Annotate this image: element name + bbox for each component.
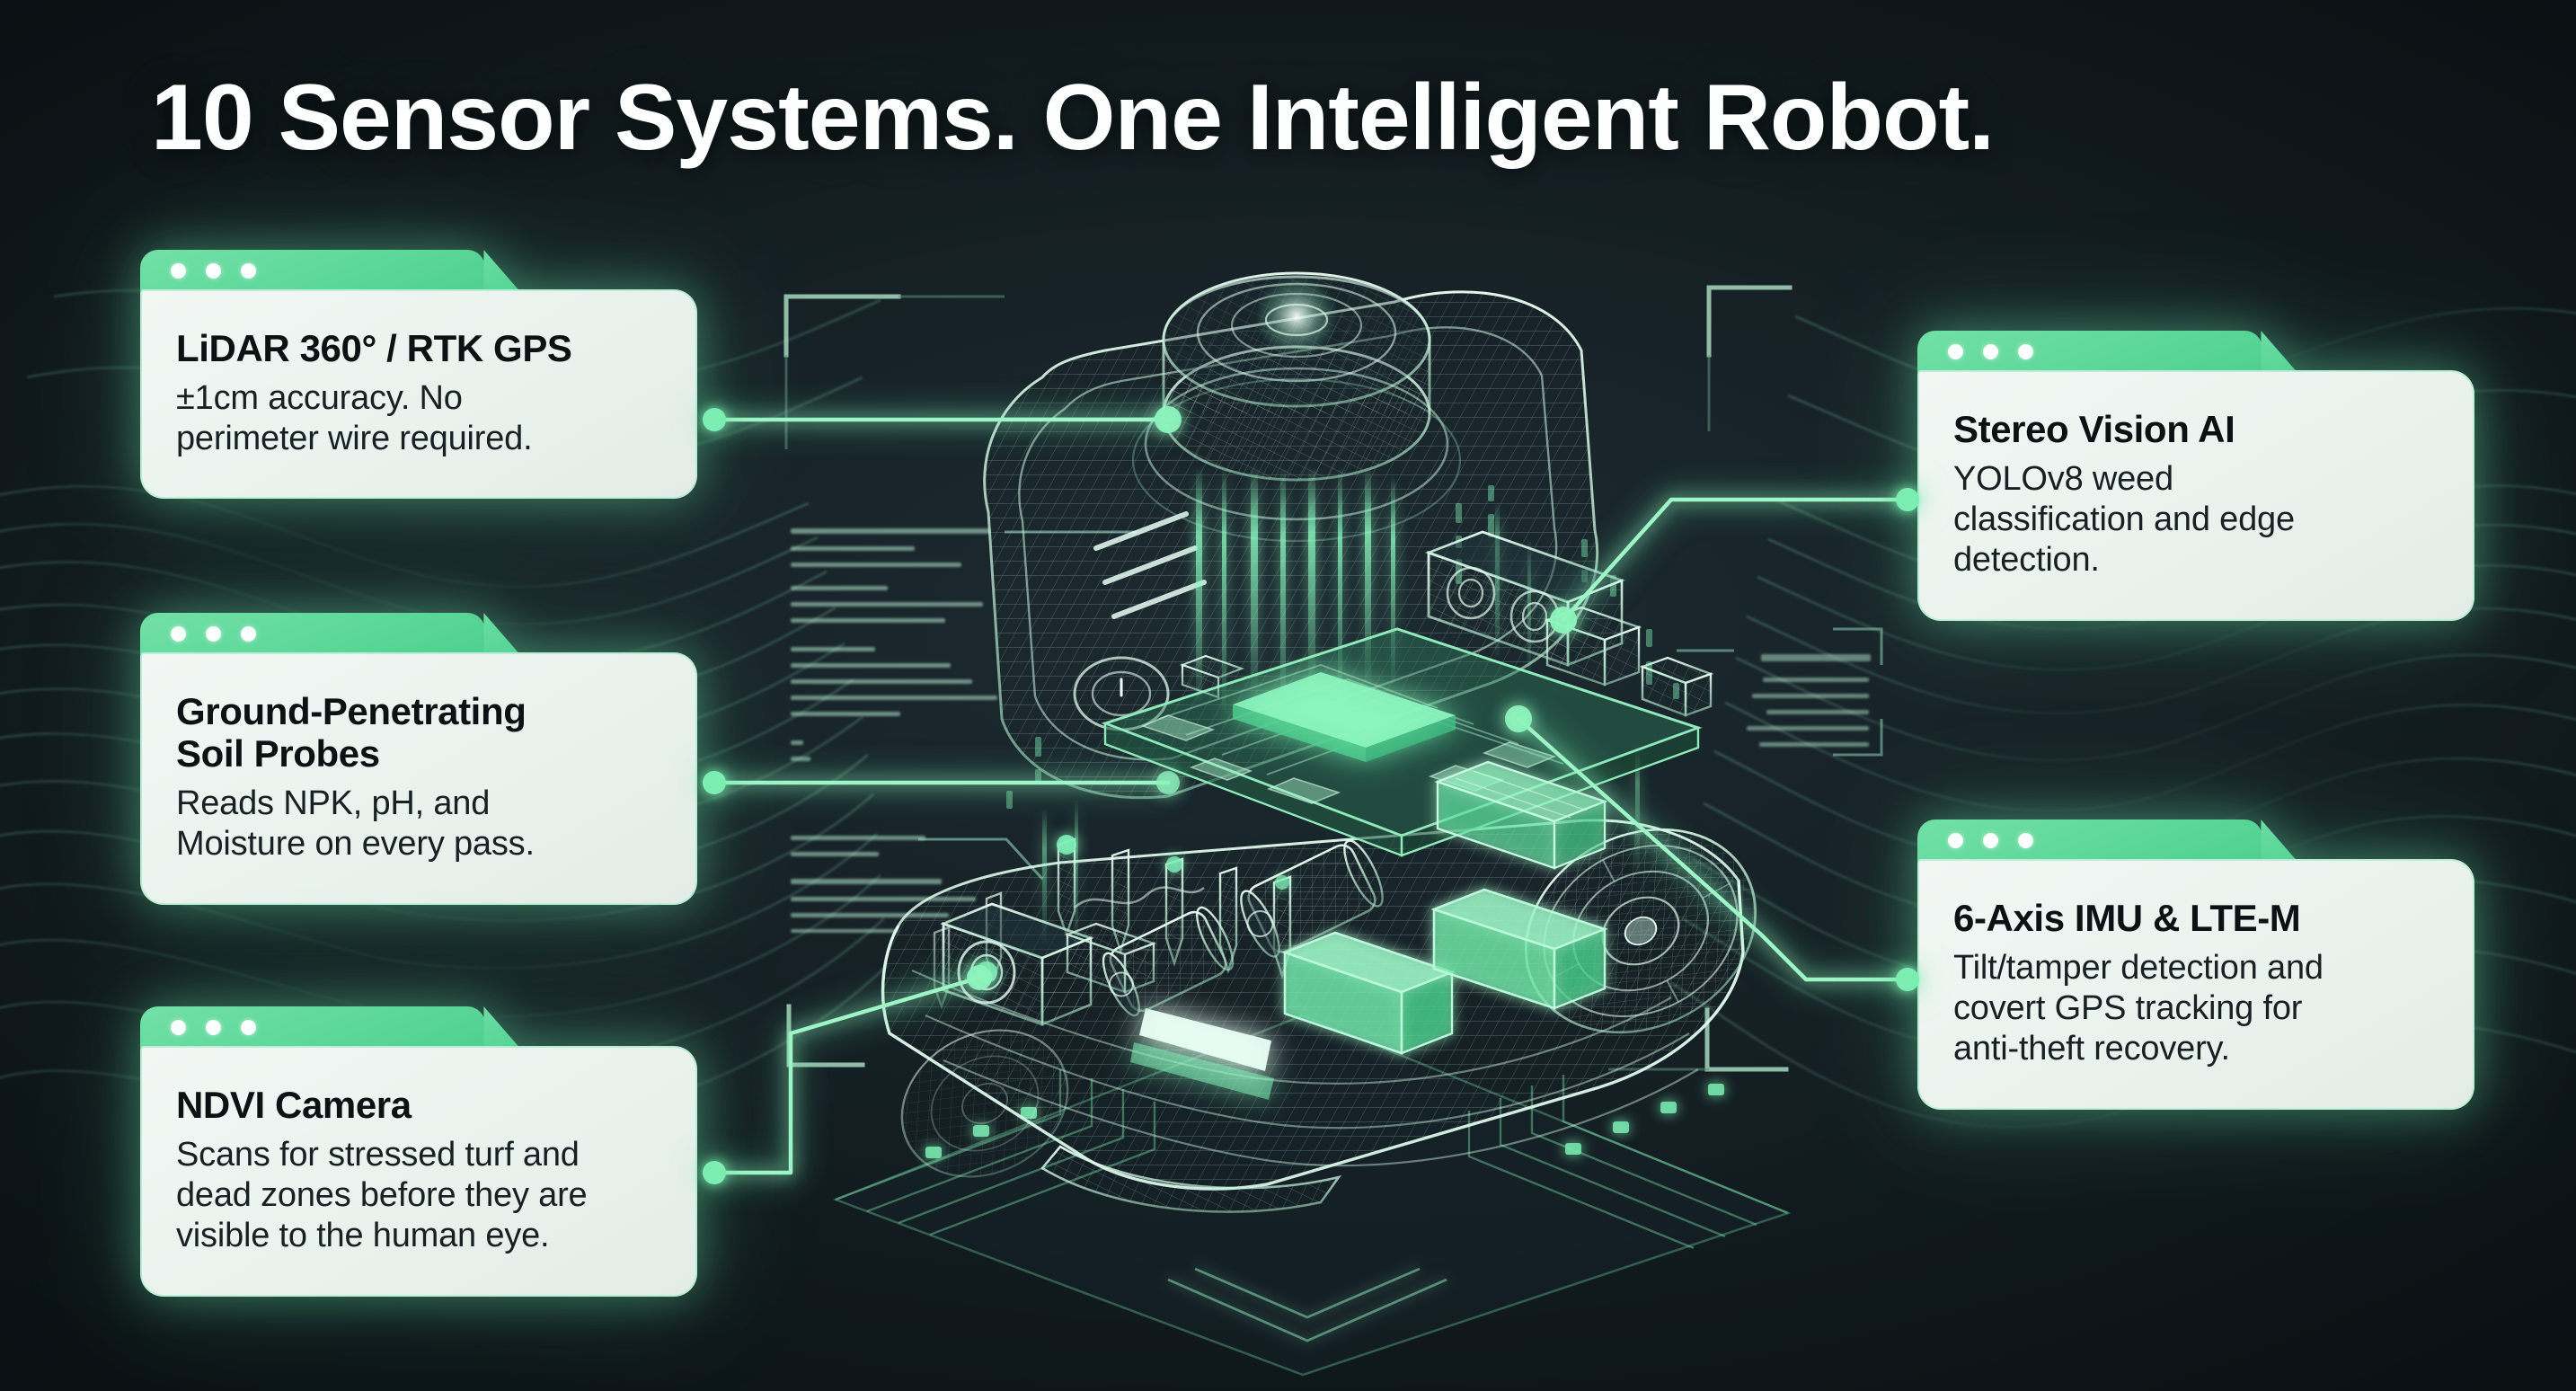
sensor-card-lidar[interactable]: LiDAR 360° / RTK GPS ±1cm accuracy. No p… bbox=[140, 250, 697, 500]
window-dot-icon bbox=[171, 262, 186, 279]
card-window-bar bbox=[1917, 331, 2263, 372]
card-window-bar bbox=[1917, 820, 2263, 861]
window-dot-icon bbox=[1983, 343, 1998, 359]
sensor-card-stereo-vision[interactable]: Stereo Vision AI YOLOv8 weed classificat… bbox=[1917, 331, 2474, 621]
window-dot-icon bbox=[241, 625, 256, 642]
hud-code-block-right bbox=[1747, 654, 1871, 747]
window-dot-icon bbox=[171, 1019, 186, 1035]
window-dot-icon bbox=[241, 1019, 256, 1035]
card-description: Tilt/tamper detection and covert GPS tra… bbox=[1953, 949, 2324, 1068]
card-description: YOLOv8 weed classification and edge dete… bbox=[1953, 460, 2295, 580]
hud-code-block-left bbox=[791, 528, 997, 933]
card-window-bar bbox=[140, 613, 486, 654]
card-window-bar bbox=[140, 1006, 486, 1048]
card-title: Ground-Penetrating Soil Probes bbox=[176, 690, 527, 775]
drive-motor-icon bbox=[1102, 839, 1384, 1017]
card-title: NDVI Camera bbox=[176, 1084, 412, 1126]
chassis-wireframe bbox=[881, 819, 1745, 1213]
card-body: Ground-Penetrating Soil Probes Reads NPK… bbox=[140, 652, 697, 905]
card-title: Stereo Vision AI bbox=[1953, 408, 2235, 450]
data-rain bbox=[1006, 485, 1679, 809]
stereo-camera-module-icon bbox=[1424, 530, 1625, 667]
window-dot-icon bbox=[1948, 832, 1963, 848]
card-body: LiDAR 360° / RTK GPS ±1cm accuracy. No p… bbox=[140, 289, 697, 500]
card-body: NDVI Camera Scans for stressed turf and … bbox=[140, 1046, 697, 1297]
card-description: ±1cm accuracy. No perimeter wire require… bbox=[176, 379, 533, 458]
card-description: Scans for stressed turf and dead zones b… bbox=[176, 1136, 588, 1255]
soil-probe-needles-icon bbox=[933, 837, 1292, 1010]
ndvi-camera-icon bbox=[940, 902, 1094, 1026]
window-dot-icon bbox=[171, 625, 186, 642]
card-description: Reads NPK, pH, and Moisture on every pas… bbox=[176, 784, 535, 864]
lidar-dome-icon bbox=[1131, 271, 1462, 543]
window-dot-icon bbox=[206, 625, 221, 642]
headlight-strip-icon bbox=[1130, 1008, 1274, 1100]
power-button-icon bbox=[1073, 656, 1170, 731]
card-title: LiDAR 360° / RTK GPS bbox=[176, 327, 572, 369]
top-shell-wireframe bbox=[983, 290, 1599, 800]
page-title: 10 Sensor Systems. One Intelligent Robot… bbox=[151, 66, 1995, 170]
card-window-bar bbox=[140, 250, 486, 291]
wheel-icon bbox=[900, 828, 1757, 1178]
card-title: 6-Axis IMU & LTE-M bbox=[1953, 897, 2301, 939]
connector-stereo bbox=[1561, 497, 1910, 623]
window-dot-icon bbox=[206, 262, 221, 279]
connector-dot-stereo bbox=[1896, 488, 1919, 511]
window-dot-icon bbox=[206, 1019, 221, 1035]
connector-dot-lidar bbox=[703, 408, 726, 431]
window-dot-icon bbox=[1948, 343, 1963, 359]
sensor-card-ndvi-camera[interactable]: NDVI Camera Scans for stressed turf and … bbox=[140, 1006, 697, 1297]
window-dot-icon bbox=[1983, 832, 1998, 848]
battery-pack-icon bbox=[1281, 760, 1608, 1055]
connector-dot-ndvi bbox=[703, 1161, 726, 1184]
sensor-card-imu-lte[interactable]: 6-Axis IMU & LTE-M Tilt/tamper detection… bbox=[1917, 820, 2474, 1110]
connector-dot-soil bbox=[703, 771, 726, 794]
card-body: 6-Axis IMU & LTE-M Tilt/tamper detection… bbox=[1917, 859, 2474, 1110]
window-dot-icon bbox=[2018, 832, 2033, 848]
connector-imu bbox=[1516, 716, 1910, 982]
window-dot-icon bbox=[241, 262, 256, 279]
sensor-card-soil-probes[interactable]: Ground-Penetrating Soil Probes Reads NPK… bbox=[140, 613, 697, 905]
connector-ndvi bbox=[712, 975, 982, 1175]
window-dot-icon bbox=[2018, 343, 2033, 359]
pcb-mainboard-icon bbox=[1101, 606, 1714, 857]
assembly-beams bbox=[1042, 467, 1640, 944]
connector-dot-imu bbox=[1896, 968, 1919, 991]
card-body: Stereo Vision AI YOLOv8 weed classificat… bbox=[1917, 370, 2474, 621]
